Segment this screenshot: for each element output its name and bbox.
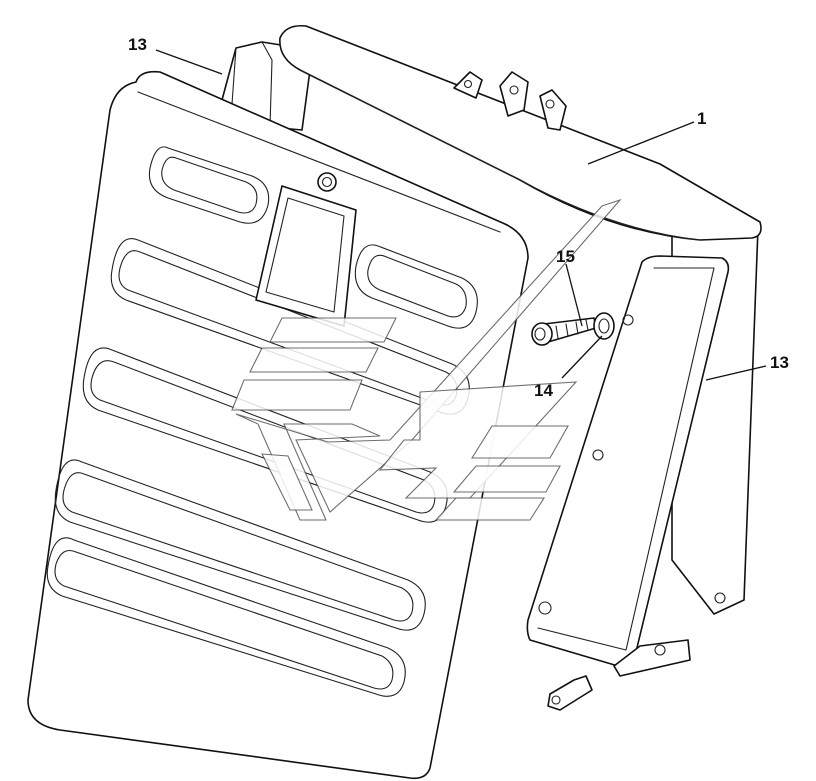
vent-slot	[354, 244, 478, 329]
mounting-hole	[538, 601, 552, 615]
vent-slot	[46, 537, 406, 697]
callout-13-left: 13	[128, 35, 147, 54]
badge-screw	[317, 172, 337, 192]
callout-13-right: 13	[770, 353, 789, 372]
callout-14: 14	[534, 381, 553, 400]
watermark-logo	[231, 198, 622, 521]
front-grille	[27, 70, 529, 780]
bolt-15	[531, 317, 597, 346]
mounting-hole	[622, 314, 634, 326]
leader-15	[565, 263, 583, 327]
vent-slot	[54, 459, 426, 631]
mounting-hole	[592, 449, 604, 461]
leader-13-left	[155, 49, 223, 75]
callout-15: 15	[556, 247, 575, 266]
callout-leaders	[155, 49, 767, 381]
callout-labels: 13 1 15 14 13	[128, 35, 789, 400]
mounting-hole	[714, 592, 726, 604]
leader-14	[561, 335, 603, 379]
leader-13-right	[705, 365, 767, 381]
right-side-bracket	[526, 227, 759, 711]
leader-1	[587, 121, 695, 165]
vent-slot	[148, 146, 270, 224]
washer-14	[593, 312, 615, 340]
callout-1: 1	[697, 109, 706, 128]
